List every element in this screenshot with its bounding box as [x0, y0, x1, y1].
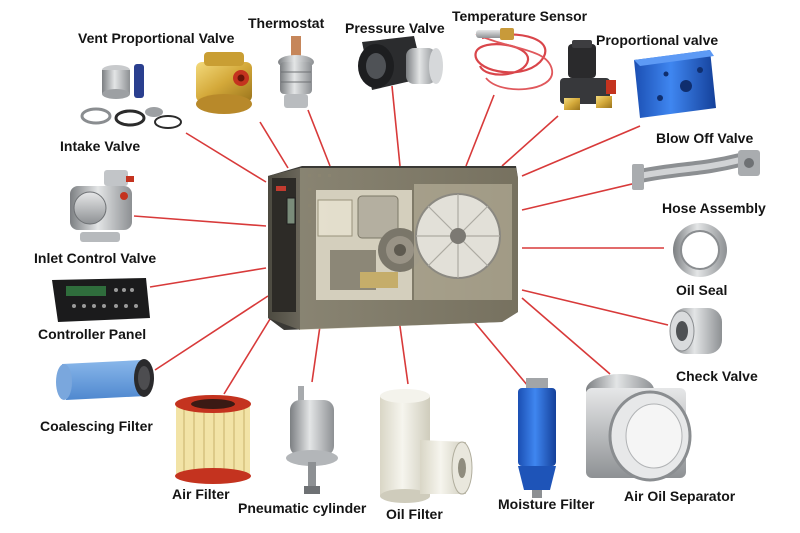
- moisture-filter-image: [518, 378, 556, 498]
- label-coalescing-filter: Coalescing Filter: [40, 418, 153, 434]
- label-check-valve: Check Valve: [676, 368, 758, 384]
- label-oil-filter: Oil Filter: [386, 506, 443, 522]
- intake-valve-image: [80, 64, 182, 129]
- label-thermostat: Thermostat: [248, 15, 325, 31]
- label-inlet-control-valve: Inlet Control Valve: [34, 250, 157, 266]
- air-filter-image: [175, 395, 251, 484]
- pneumatic-cylinder-image: [286, 386, 338, 494]
- controller-panel-image: [52, 278, 150, 322]
- connector-lines: [133, 85, 669, 395]
- label-proportional-valve: Proportional valve: [596, 32, 719, 48]
- label-intake-valve: Intake Valve: [60, 138, 141, 154]
- vent-proportional-valve-image: [196, 52, 252, 114]
- thermostat-image: [278, 36, 314, 108]
- label-pneumatic-cylinder: Pneumatic cylinder: [238, 500, 367, 516]
- check-valve-image: [669, 308, 722, 354]
- blow-off-valve-image: [634, 50, 716, 118]
- oil-seal-image: [673, 223, 727, 277]
- pressure-valve-image: [358, 36, 443, 90]
- label-hose-assembly: Hose Assembly: [662, 200, 766, 216]
- label-moisture-filter: Moisture Filter: [498, 496, 595, 512]
- label-temperature-sensor: Temperature Sensor: [452, 8, 588, 24]
- hose-assembly-image: [632, 150, 760, 190]
- inlet-control-valve-image: [70, 170, 134, 242]
- temperature-sensor-image: [474, 28, 553, 91]
- label-controller-panel: Controller Panel: [38, 326, 147, 342]
- label-pressure-valve: Pressure Valve: [345, 20, 445, 36]
- oil-filter-image: [380, 389, 473, 503]
- air-oil-separator-image: [586, 374, 692, 482]
- label-vent-proportional-valve: Vent Proportional Valve: [78, 30, 235, 46]
- label-air-filter: Air Filter: [172, 486, 230, 502]
- compressor-cabinet: [268, 166, 518, 330]
- coalescing-filter-image: [56, 359, 154, 400]
- label-blow-off-valve: Blow Off Valve: [656, 130, 754, 146]
- proportional-valve-image: [560, 40, 616, 110]
- label-air-oil-separator: Air Oil Separator: [624, 488, 736, 504]
- label-oil-seal: Oil Seal: [676, 282, 728, 298]
